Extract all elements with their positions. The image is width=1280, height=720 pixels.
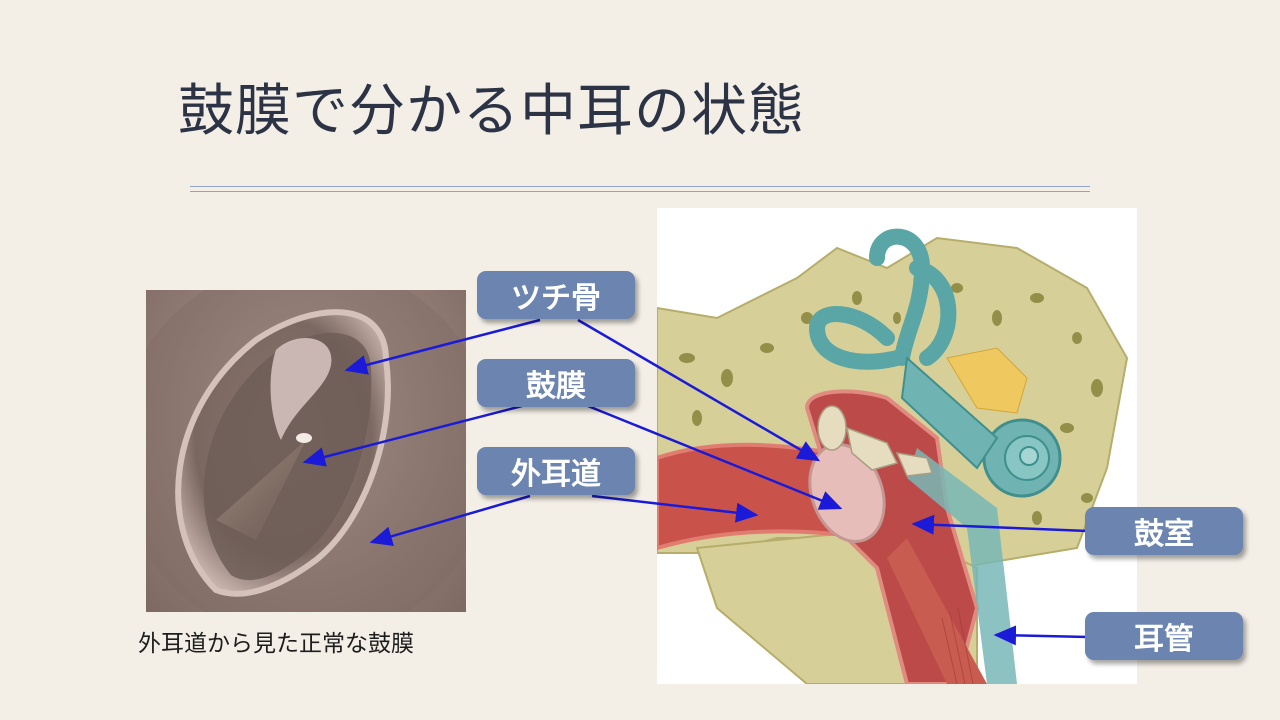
eardrum-photo bbox=[146, 290, 466, 612]
label-eardrum: 鼓膜 bbox=[477, 359, 635, 407]
label-tympanic-cavity: 鼓室 bbox=[1085, 507, 1243, 555]
label-ear-canal: 外耳道 bbox=[477, 447, 635, 495]
auditory-nerve bbox=[946, 347, 1028, 414]
photo-caption: 外耳道から見た正常な鼓膜 bbox=[138, 631, 414, 657]
title-rule-top bbox=[190, 186, 1090, 187]
title-rule-bottom bbox=[190, 191, 1090, 192]
ear-anatomy-diagram bbox=[657, 208, 1137, 684]
slide-title: 鼓膜で分かる中耳の状態 bbox=[178, 79, 805, 144]
cochlea bbox=[982, 418, 1062, 498]
label-eustachian-tube: 耳管 bbox=[1085, 612, 1243, 660]
label-malleus: ツチ骨 bbox=[477, 271, 635, 319]
